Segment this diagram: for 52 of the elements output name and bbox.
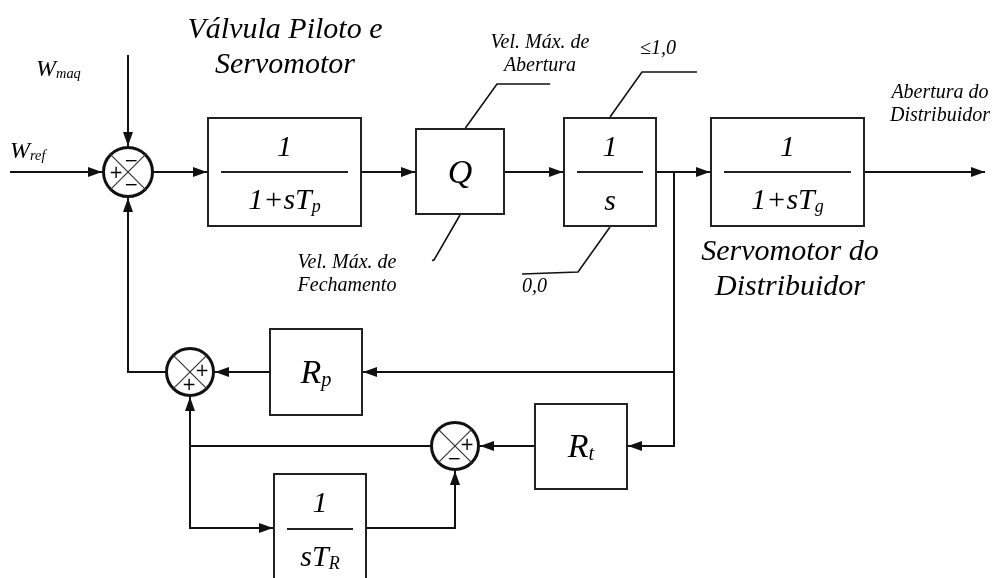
leader-line — [609, 71, 698, 118]
signal-label: Abertura do Distribuidor — [889, 80, 991, 126]
arrow — [864, 167, 986, 177]
arrow — [214, 367, 270, 377]
arrow — [9, 167, 103, 177]
arrow — [366, 470, 460, 529]
summing-junction — [165, 347, 215, 397]
numerator: 1 — [602, 130, 618, 161]
numerator: 1 — [277, 130, 292, 161]
denominator: 1+sT$_{p}$ — [248, 184, 321, 215]
arrow — [123, 54, 133, 147]
denominator: 1+sT$_{g}$ — [751, 184, 824, 215]
signal-label: W$_{maq}$ — [36, 55, 82, 83]
block-caption: Servomotor do Distribuidor — [700, 232, 880, 303]
block-caption: Válvula Piloto e Servomotor — [186, 10, 384, 81]
leader-line — [464, 83, 551, 129]
signal-label: Vel. Máx. de Fechamento — [296, 250, 398, 296]
gain-block — [534, 403, 628, 490]
summing-junction — [102, 146, 154, 198]
arrow — [504, 167, 564, 178]
transfer-function-block — [273, 473, 367, 578]
block-label: R$_{t}$ — [567, 429, 595, 464]
numerator: 1 — [312, 487, 328, 517]
sign-symbol: + — [459, 435, 475, 453]
signal-label: ≤1,0 — [640, 36, 677, 59]
transfer-function-block — [710, 117, 865, 227]
signal-label: Vel. Máx. de Abertura — [489, 30, 591, 76]
signal-label: W$_{ref}$ — [10, 137, 48, 165]
block-label: Q — [447, 154, 473, 189]
arrow — [479, 441, 535, 451]
sign-symbol: + — [181, 375, 197, 393]
summing-junction — [430, 421, 480, 471]
gain-block — [269, 328, 363, 416]
arrow — [153, 167, 208, 177]
arrow — [123, 197, 166, 373]
denominator: sT$_{R}$ — [300, 541, 340, 572]
sign-symbol: − — [124, 151, 139, 169]
denominator: s — [604, 184, 616, 215]
sign-symbol: − — [124, 175, 139, 193]
block-label: R$_{p}$ — [300, 354, 332, 390]
transfer-function-block — [563, 117, 657, 227]
arrow — [627, 171, 675, 451]
arrow — [361, 167, 416, 178]
sign-symbol: − — [446, 449, 462, 467]
sign-symbol: + — [194, 361, 210, 379]
leader-line — [521, 226, 611, 275]
sign-symbol: + — [108, 163, 124, 181]
signal-label: 0,0 — [522, 274, 548, 297]
leader-line — [431, 214, 461, 262]
numerator: 1 — [780, 130, 795, 161]
transfer-function-block — [207, 117, 362, 227]
gain-block — [415, 128, 505, 215]
